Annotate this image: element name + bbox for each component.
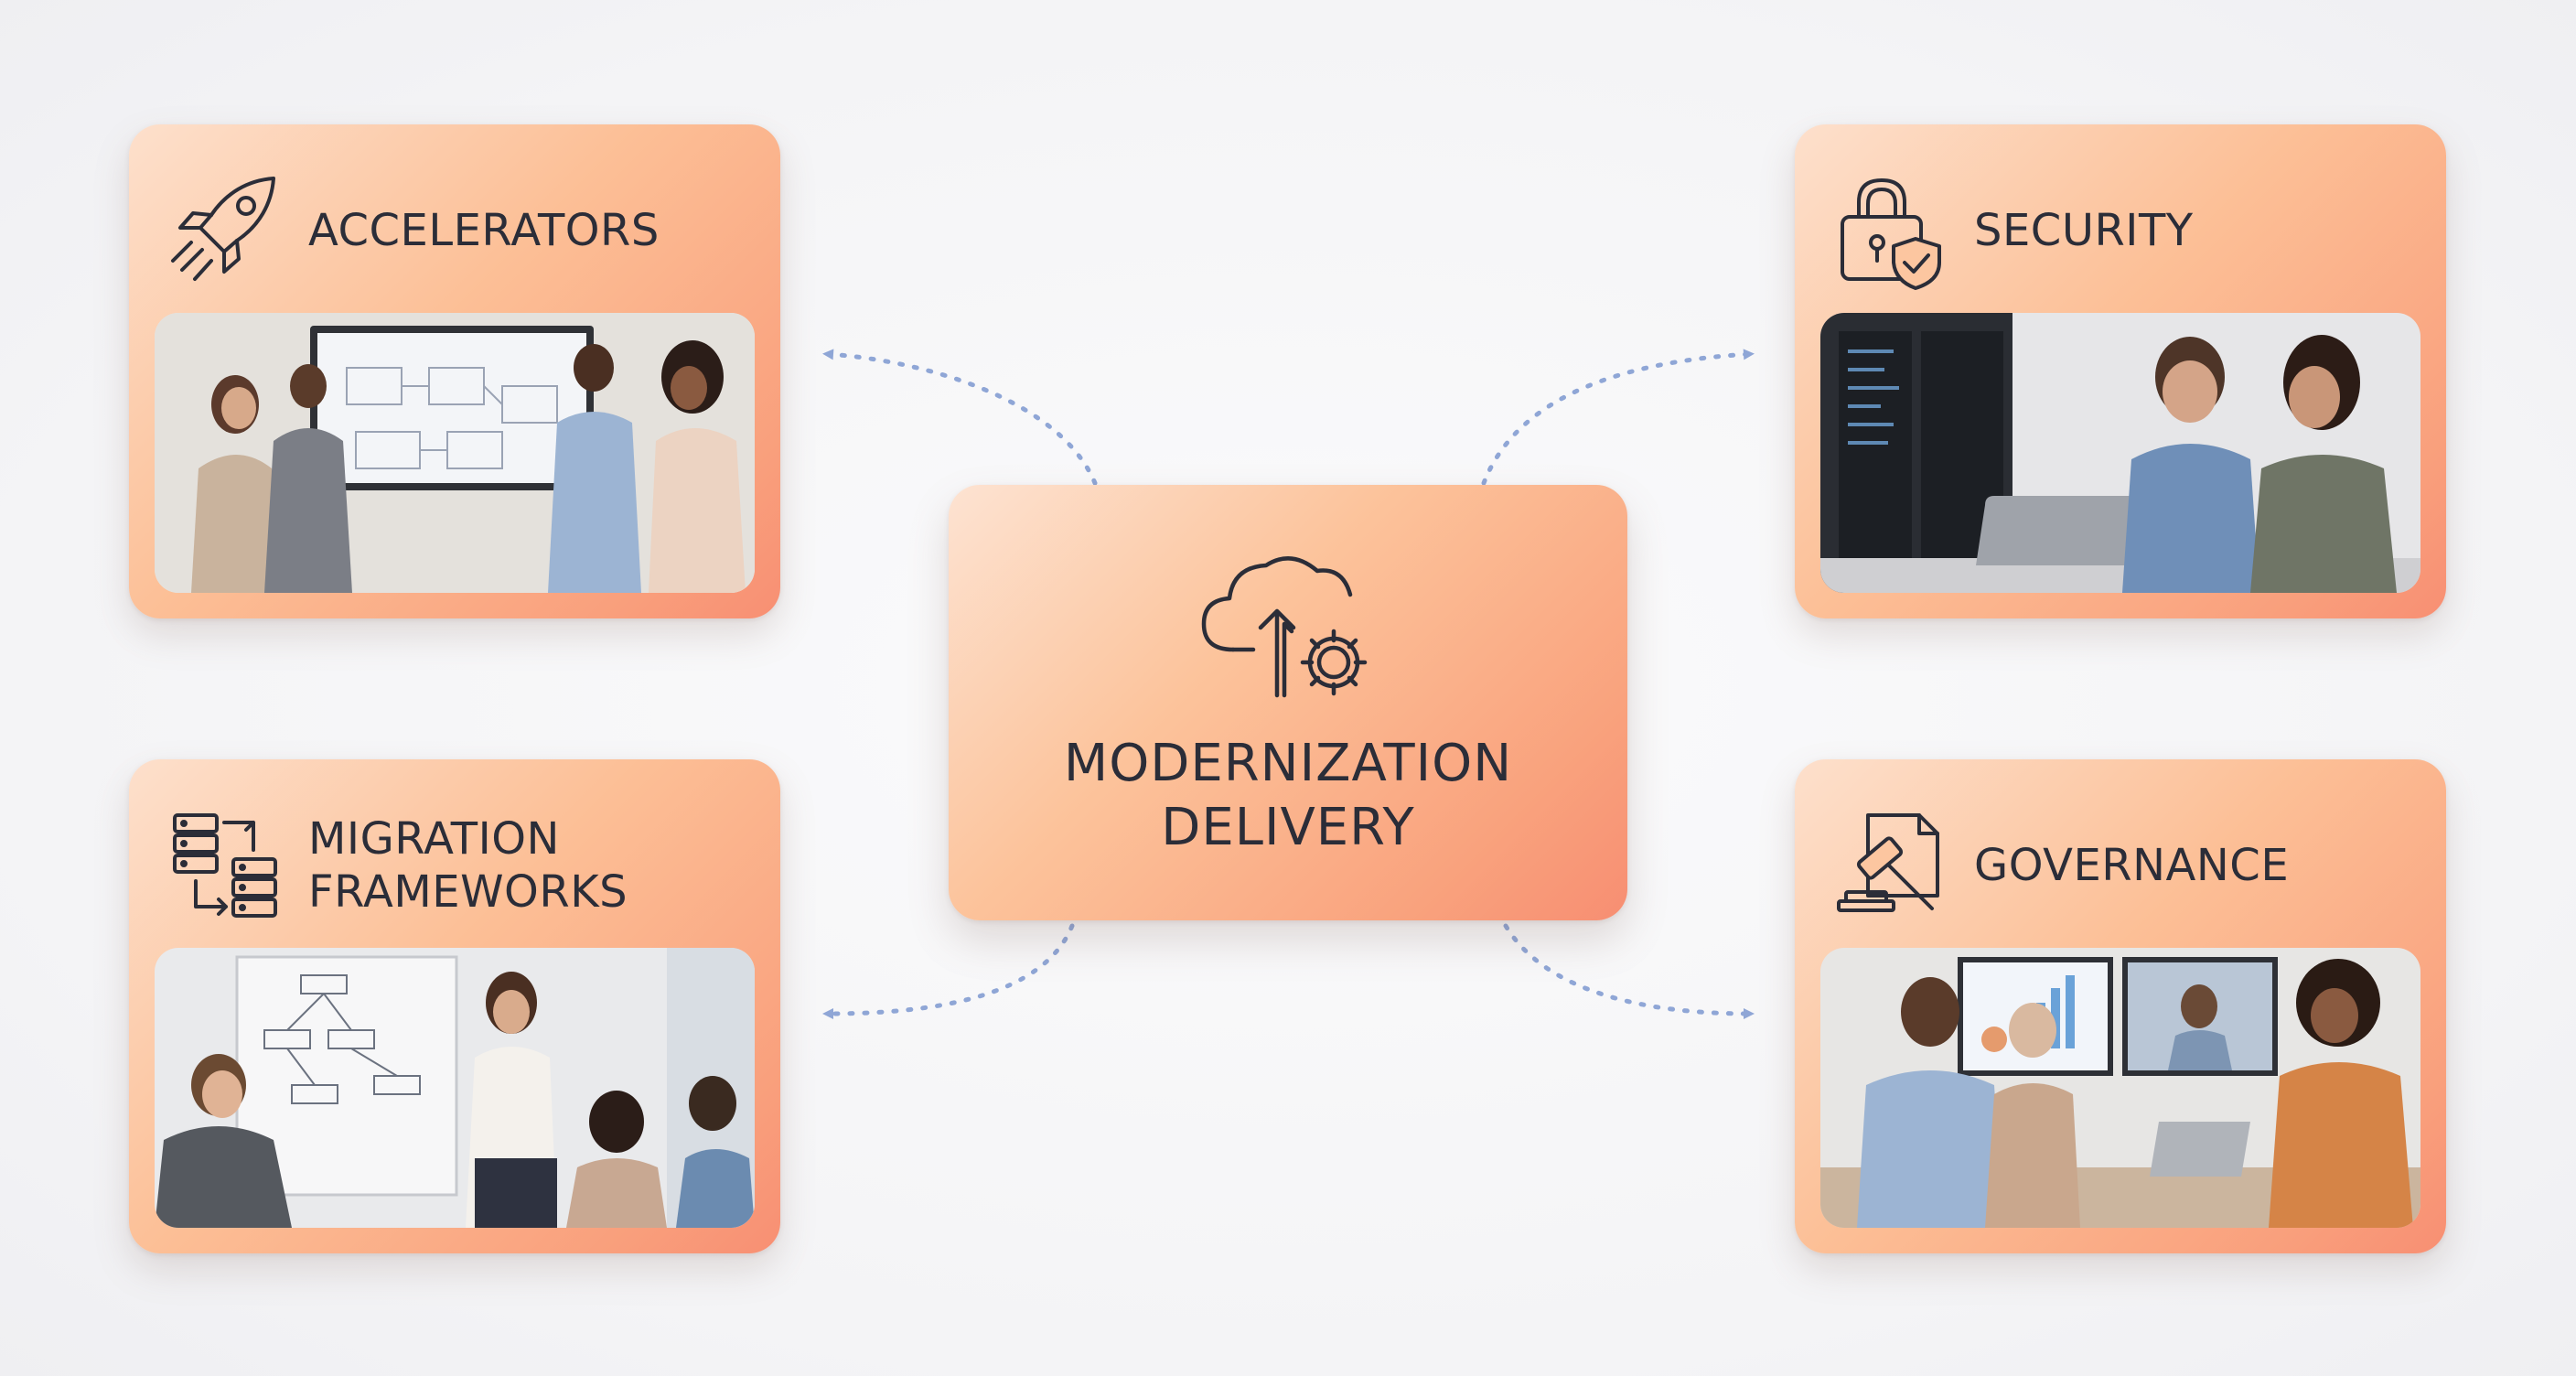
team-meeting-photo <box>155 313 755 593</box>
card-header: ACCELERATORS <box>166 157 660 304</box>
gavel-document-icon <box>1831 806 1950 925</box>
cloud-upload-gear-icon <box>1201 556 1368 698</box>
card-security: SECURITY <box>1795 124 2446 618</box>
server-migration-icon <box>166 806 284 925</box>
card-migration-frameworks: MIGRATION FRAMEWORKS <box>129 759 780 1253</box>
card-title: SECURITY <box>1974 205 2194 256</box>
card-header: GOVERNANCE <box>1831 792 2289 939</box>
card-title: GOVERNANCE <box>1974 840 2290 891</box>
boardroom-photo <box>1820 948 2420 1228</box>
security-team-photo <box>1820 313 2420 593</box>
card-title: ACCELERATORS <box>308 205 660 256</box>
connector-to-security <box>1481 349 1755 486</box>
connector-to-governance <box>1503 923 1755 1019</box>
card-header: SECURITY <box>1831 157 2194 304</box>
card-header: MIGRATION FRAMEWORKS <box>166 792 628 939</box>
workshop-photo <box>155 948 755 1228</box>
card-title: MIGRATION FRAMEWORKS <box>308 813 628 918</box>
card-governance: GOVERNANCE <box>1795 759 2446 1253</box>
center-card-modernization-delivery: MODERNIZATION DELIVERY <box>949 485 1627 920</box>
center-title: MODERNIZATION DELIVERY <box>1063 734 1513 857</box>
lock-shield-icon <box>1831 171 1950 290</box>
rocket-icon <box>166 171 284 290</box>
connector-to-migration <box>822 923 1075 1019</box>
card-accelerators: ACCELERATORS <box>129 124 780 618</box>
connector-to-accelerators <box>822 349 1098 486</box>
